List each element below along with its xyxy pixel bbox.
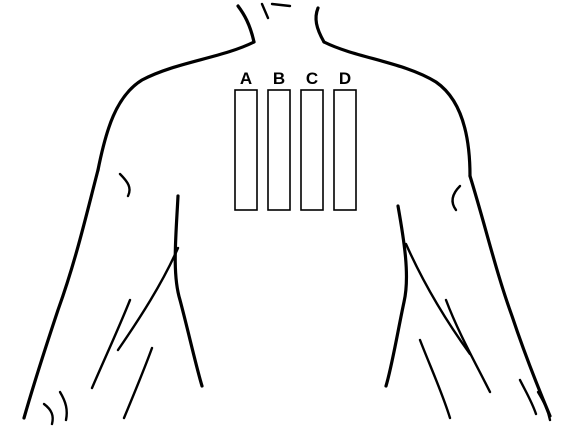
- right-elbow-mark: [453, 186, 460, 210]
- site-c-rect: [301, 90, 323, 210]
- site-b-label: B: [273, 69, 285, 88]
- right-forearm-line: [446, 300, 490, 392]
- patch-sites: A B C D: [235, 69, 356, 210]
- right-inner-arm-line: [406, 244, 470, 354]
- left-lower-arm-line: [124, 348, 152, 418]
- neck-left-outline: [238, 6, 254, 42]
- site-b-rect: [268, 90, 290, 210]
- left-shoulder-outline: [98, 42, 254, 170]
- left-hand-mark: [60, 392, 67, 420]
- right-torso-outline: [386, 206, 406, 386]
- site-d-rect: [334, 90, 356, 210]
- site-d-label: D: [339, 69, 351, 88]
- site-a-label: A: [240, 69, 252, 88]
- left-arm-outline: [24, 170, 98, 418]
- left-elbow-mark: [120, 174, 130, 196]
- left-forearm-line: [92, 300, 130, 388]
- left-hand-mark-2: [44, 404, 53, 424]
- site-a-rect: [235, 90, 257, 210]
- neck-right-outline: [316, 8, 324, 42]
- right-arm-outline: [470, 176, 550, 416]
- left-inner-arm-line: [118, 248, 178, 350]
- site-c-label: C: [306, 69, 318, 88]
- right-lower-arm-line: [420, 340, 450, 418]
- left-torso-outline: [175, 196, 202, 386]
- neck-top-mark: [272, 4, 290, 6]
- right-hand-mark-2: [538, 392, 550, 420]
- right-hand-mark: [520, 380, 536, 414]
- hair-strand-left: [262, 4, 268, 18]
